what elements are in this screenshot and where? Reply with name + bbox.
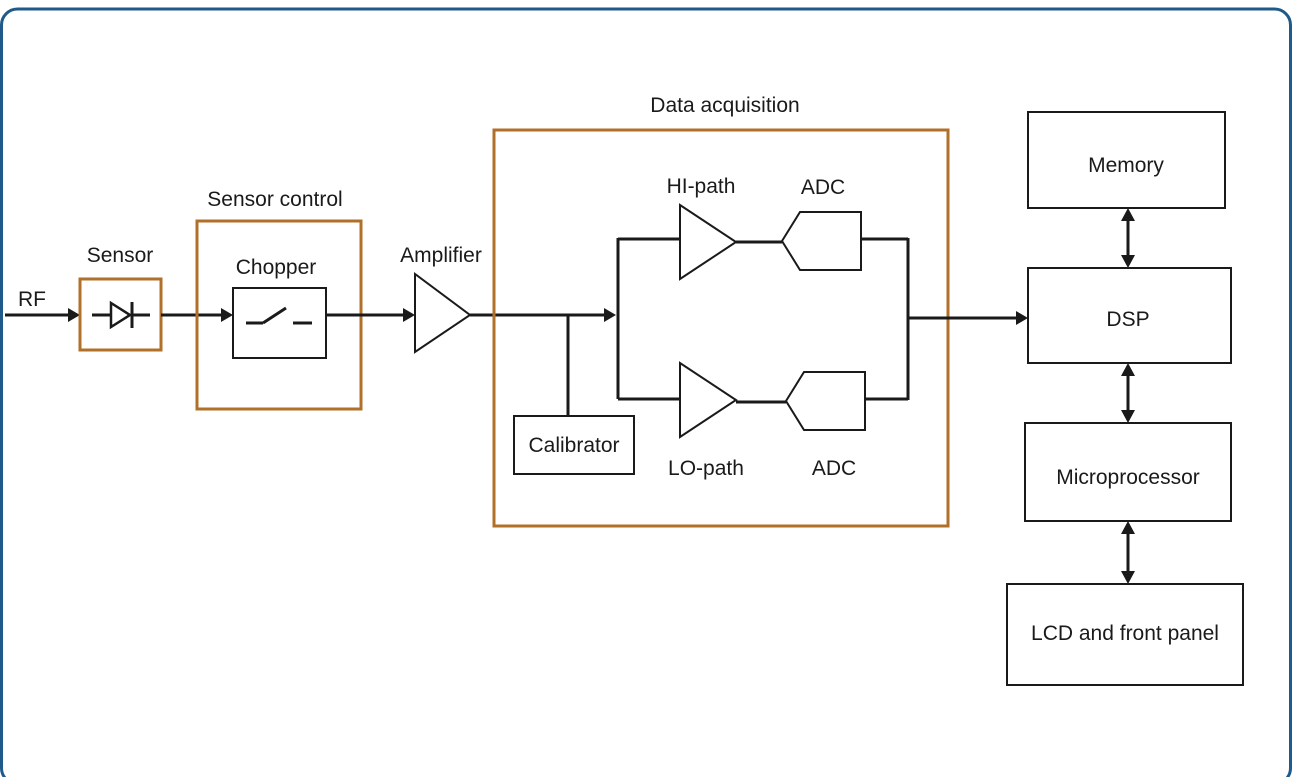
hi-path-label: HI-path [667, 175, 736, 198]
lo-path-amplifier-icon [679, 361, 738, 439]
microprocessor-box [1024, 422, 1232, 522]
calibrator-label: Calibrator [528, 434, 619, 457]
amp-arrowhead [403, 308, 415, 322]
adc-top-label: ADC [801, 176, 845, 199]
adc-bottom-label: ADC [812, 457, 856, 480]
microprocessor-label: Microprocessor [1056, 466, 1200, 489]
rf-arrowhead [68, 308, 80, 322]
amplifier-label: Amplifier [400, 244, 482, 267]
data-acquisition-label: Data acquisition [650, 94, 799, 117]
split-arrowhead [604, 308, 616, 322]
dsp-arrowhead [1016, 311, 1028, 325]
diagram-frame [0, 7, 1292, 777]
amplifier-triangle-icon [414, 272, 472, 354]
chopper-label: Chopper [236, 256, 317, 279]
rf-label: RF [18, 288, 46, 311]
hi-path-amplifier-icon [679, 203, 738, 281]
dsp-label: DSP [1106, 308, 1149, 331]
switch-icon [246, 306, 312, 325]
adc-bottom-icon [784, 371, 866, 431]
lo-path-label: LO-path [668, 457, 744, 480]
memory-dsp-arrow [1121, 208, 1135, 268]
lcd-front-panel-box [1006, 583, 1244, 686]
dsp-box [1027, 267, 1232, 364]
calibrator-box [513, 415, 635, 475]
sensor-control-label: Sensor control [207, 188, 342, 211]
lcd-label: LCD and front panel [1031, 622, 1219, 645]
data-acquisition-box [492, 128, 950, 528]
dsp-microprocessor-arrow [1121, 363, 1135, 423]
sensor-label: Sensor [87, 244, 154, 267]
microprocessor-lcd-arrow [1121, 521, 1135, 584]
memory-box [1027, 111, 1226, 209]
memory-label: Memory [1088, 154, 1164, 177]
chopper-arrowhead [221, 308, 233, 322]
diode-icon [92, 300, 150, 330]
adc-top-icon [780, 211, 862, 271]
